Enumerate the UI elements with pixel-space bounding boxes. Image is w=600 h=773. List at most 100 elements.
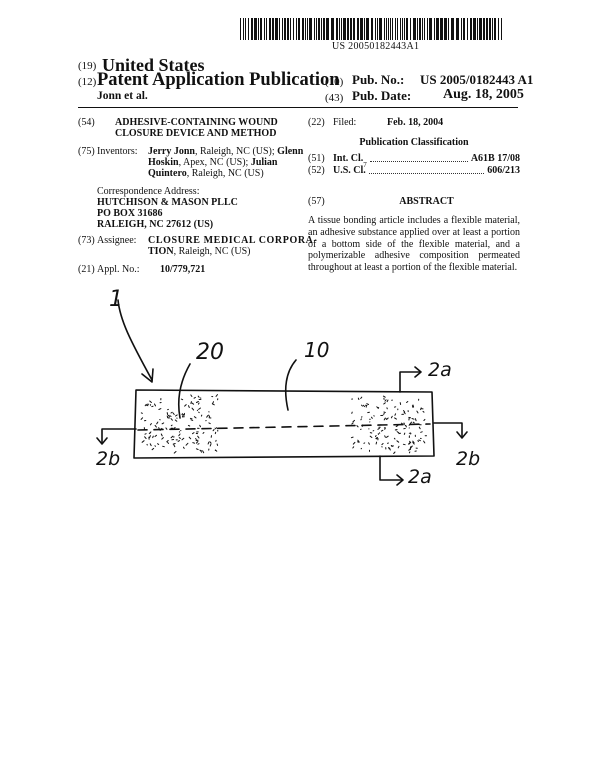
barcode-bar [390,18,391,40]
barcode-bar [436,18,439,40]
speckle-mark [356,425,359,428]
arrowhead-1 [141,368,154,383]
barcode-bar [298,18,300,40]
speckle-mark [422,410,425,413]
section-line-2b-right [433,422,463,437]
speckle-mark [170,435,174,439]
speckle-mark [144,433,147,435]
speckle-mark [406,401,409,403]
speckle-mark [191,407,195,411]
speckle-mark [397,445,400,449]
speckle-mark [383,417,386,421]
barcode-bar [451,18,454,40]
barcode-number: US 20050182443A1 [332,41,420,52]
filed-date: Feb. 18, 2004 [387,117,444,128]
code-52: (52) [308,165,325,176]
speckle-mark [159,427,163,431]
speckle-mark [145,404,149,407]
barcode-bar [371,18,373,40]
speckle-mark [362,404,365,408]
speckle-mark [184,404,187,407]
speckle-mark [140,417,144,420]
speckle-mark [158,427,160,430]
speckle-mark [357,439,360,443]
speckle-mark [161,437,164,440]
speckle-mark [183,446,185,449]
speckle-mark [352,419,355,423]
speckle-mark [154,445,156,447]
speckle-mark [170,424,173,427]
speckle-mark [380,429,384,432]
speckle-mark [152,435,154,439]
speckle-mark [148,432,151,435]
speckle-mark [195,438,197,440]
barcode-bar [429,18,432,40]
speckle-mark [173,451,177,454]
speckle-mark [173,444,176,448]
barcode-bar [290,18,291,40]
speckle-mark [423,440,426,444]
speckle-mark [181,413,183,415]
barcode-bar [336,18,338,40]
code-21: (21) [78,264,95,275]
speckle-mark [149,443,152,447]
speckle-mark [190,401,192,404]
speckle-mark [199,424,201,428]
barcode-bar [364,18,365,40]
speckle-mark [408,451,411,454]
barcode-bar [314,18,315,40]
pub-no-label: Pub. No.: [352,72,405,87]
speckle-mark [191,402,195,405]
barcode-bar [326,18,329,40]
barcode-bar [254,18,257,40]
country: United States [102,55,205,75]
speckle-mark [411,405,414,408]
title-line-1: ADHESIVE-CONTAINING WOUND [115,117,278,128]
speckle-mark [410,445,413,449]
speckle-mark [382,395,386,398]
barcode-bar [275,18,278,40]
barcode-bar [360,18,363,40]
speckle-mark [193,396,196,399]
speckle-mark [352,446,355,449]
speckle-mark [409,446,412,448]
speckle-mark [371,416,373,419]
barcode-bar [379,18,382,40]
barcode-bar [343,18,346,40]
barcode-bar [456,18,459,40]
speckle-mark [375,441,378,445]
correspondence-line-1: HUTCHISON & MASON PLLC [97,197,238,208]
speckle-mark [166,415,169,419]
barcode-bar [305,18,306,40]
speckle-mark [149,423,152,426]
speckle-mark [389,447,391,451]
speckle-mark [141,440,145,443]
label-2b-right: 2b [456,448,481,470]
speckle-mark [423,418,426,421]
code-10: (10) [325,76,344,88]
speckle-mark [212,401,214,405]
barcode-bar [473,18,476,40]
speckle-mark [202,432,205,434]
speckle-mark [401,422,404,425]
speckle-mark [211,403,215,406]
speckle-mark [170,415,172,417]
section-line-2a-bottom [379,455,403,481]
speckle-mark [350,436,354,439]
speckle-mark [416,410,419,414]
barcode [240,18,502,40]
speckle-mark [357,441,360,443]
speckle-mark [170,418,173,421]
speckle-mark [190,394,193,397]
barcode-bar [422,18,423,40]
pub-type: Patent Application Publication [97,70,340,90]
barcode-bar [489,18,491,40]
speckle-mark [198,407,201,410]
speckle-mark [361,404,363,407]
speckle-mark [405,425,407,428]
code-22: (22) [308,117,325,128]
speckle-mark [396,431,400,434]
classification-title: Publication Classification [359,137,469,148]
barcode-bar [388,18,389,40]
speckle-mark [390,415,393,419]
